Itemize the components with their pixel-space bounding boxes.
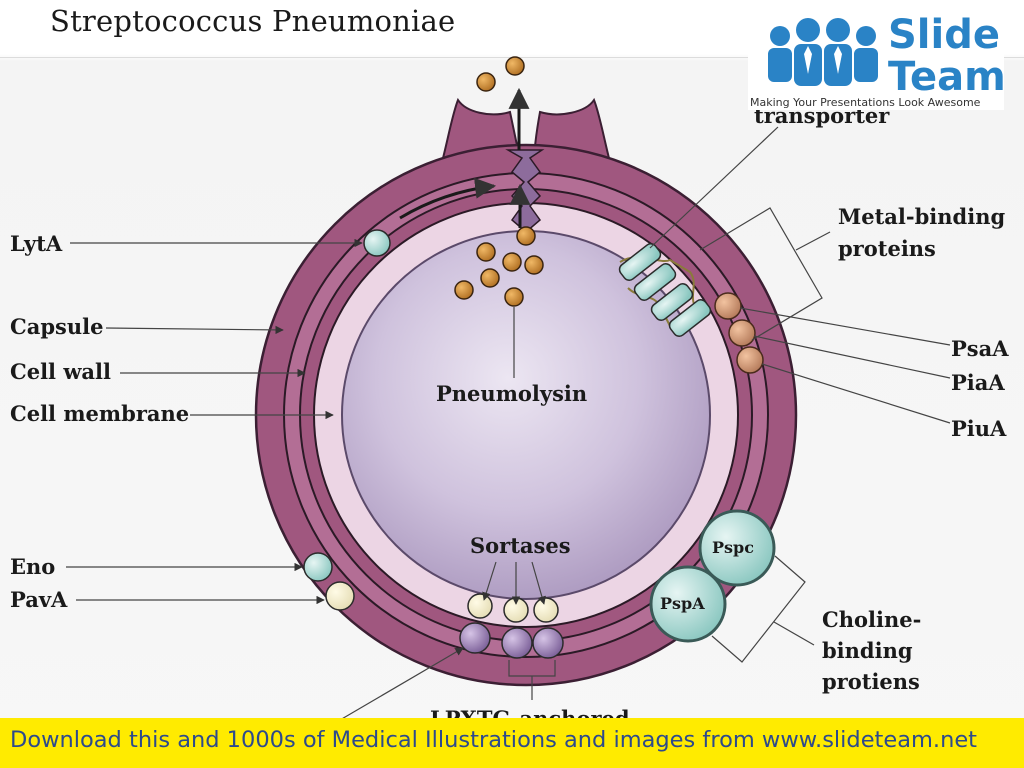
metal-transporter-complex [618, 243, 712, 337]
lpxtg-protein [501, 627, 533, 659]
pneumolysin-particle [476, 72, 496, 92]
choline-label-line3: protiens [822, 669, 920, 694]
eno-protein [303, 552, 333, 582]
piaa-protein [728, 319, 756, 347]
pspc-label: Pspc [712, 538, 754, 557]
choline-binding-bracket [711, 555, 806, 663]
psaa-label: PsaA [951, 336, 1009, 361]
cell-membrane-label: Cell membrane [10, 401, 189, 426]
psaa-pointer [739, 307, 951, 346]
metal-binding-label-line1: Metal-binding [838, 204, 1005, 229]
pneumolysin-particle [504, 287, 524, 307]
piua-label: PiuA [951, 416, 1007, 441]
lpxtg-diagonal-pointer [339, 647, 464, 721]
slideteam-logo: Slide Team Making Your Presentations Loo… [748, 10, 1006, 110]
pneumolysin-particle [505, 56, 525, 76]
pneumolysin-label: Pneumolysin [436, 381, 587, 406]
metal-binding-pointer [795, 231, 831, 251]
lyta-protein [363, 229, 391, 257]
capsule-pointer [105, 325, 284, 335]
slide-title: Streptococcus Pneumoniae [50, 4, 456, 38]
piua-pointer [761, 363, 951, 424]
pava-protein [325, 581, 355, 611]
metal-binding-label-line2: proteins [838, 236, 936, 261]
lyta-label: LytA [10, 231, 63, 256]
sortase-enzyme [467, 593, 493, 619]
pspa-label: PspA [660, 594, 705, 613]
pneumolysin-particle [454, 280, 474, 300]
lpxtg-bracket [508, 660, 556, 700]
piua-protein [736, 346, 764, 374]
pneumolysin-particle [524, 255, 544, 275]
lpxtg-protein [532, 627, 564, 659]
psaa-protein [714, 292, 742, 320]
piaa-pointer [753, 335, 951, 379]
choline-label-line2: binding [822, 638, 913, 663]
choline-binding-pointer [773, 621, 815, 646]
pneumolysin-particle [516, 226, 536, 246]
pneumolysin-particle [480, 268, 500, 288]
metal-binding-bracket [699, 207, 823, 341]
logo-brand-line2: Team [888, 54, 1006, 100]
capsule-label: Capsule [10, 314, 103, 339]
transporter-pointer [649, 126, 779, 249]
choline-label-line1: Choline- [822, 607, 921, 632]
people-group-icon [768, 18, 878, 86]
pspc-protein [698, 509, 776, 587]
piaa-label: PiaA [951, 370, 1005, 395]
pava-label: PavA [10, 587, 68, 612]
download-banner-text[interactable]: Download this and 1000s of Medical Illus… [10, 727, 978, 753]
eno-label: Eno [10, 554, 55, 579]
lpxtg-protein [459, 622, 491, 654]
pspa-protein [649, 565, 727, 643]
secretion-curve-arrow [399, 177, 497, 220]
logo-tagline: Making Your Presentations Look Awesome [750, 96, 981, 109]
sortase-pointer [482, 561, 497, 601]
logo-brand-line1: Slide [888, 12, 1000, 58]
pneumolysin-particle [476, 242, 496, 262]
download-banner[interactable]: Download this and 1000s of Medical Illus… [0, 718, 1024, 768]
sortases-label: Sortases [470, 533, 571, 558]
sortase-pointer [531, 561, 546, 605]
cell-wall-label: Cell wall [10, 359, 111, 384]
pneumolysin-particle [502, 252, 522, 272]
sortase-enzyme [533, 597, 559, 623]
